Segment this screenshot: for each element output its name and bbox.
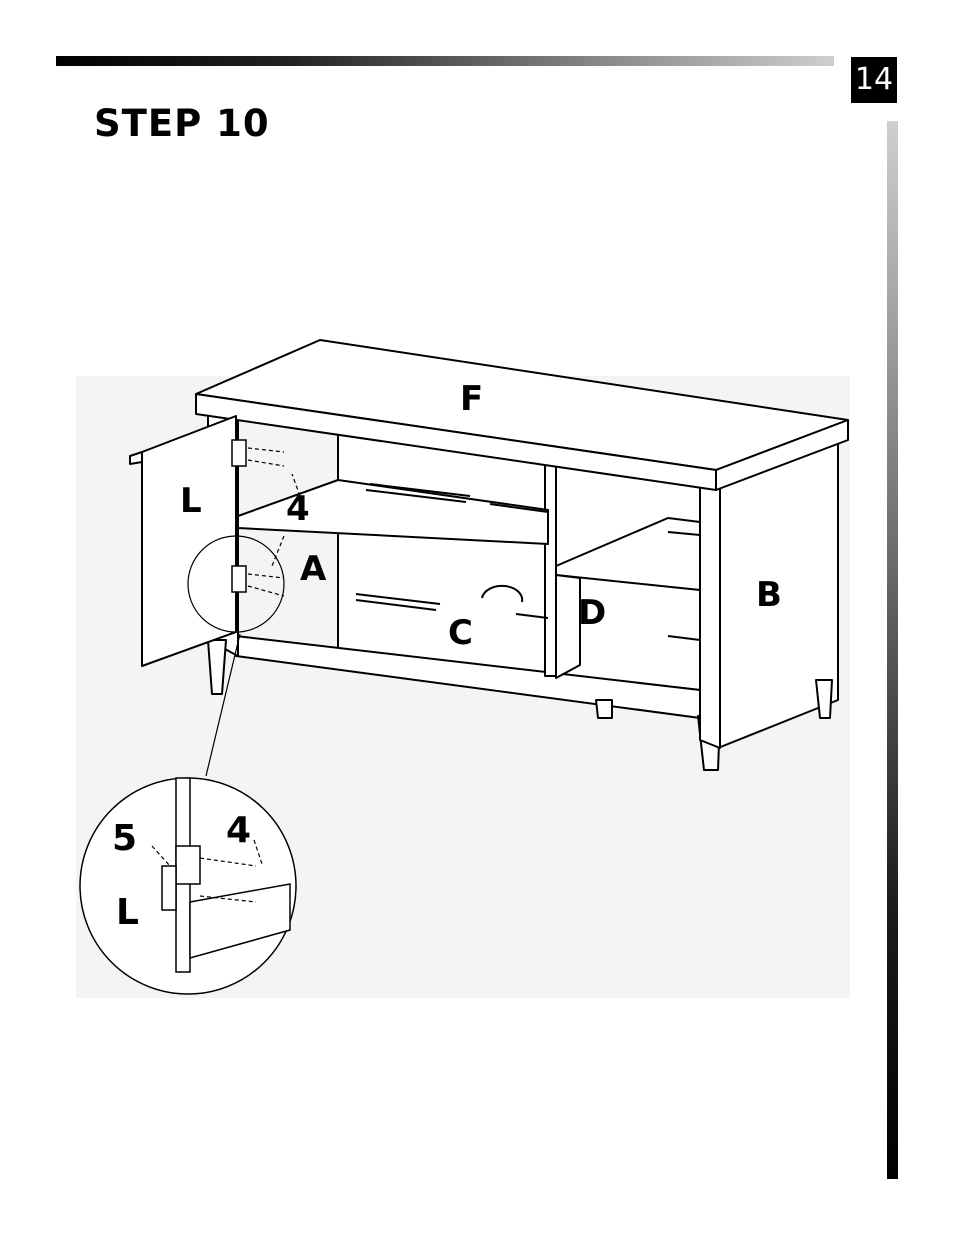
detail-label-5: 5	[112, 818, 137, 859]
side-gradient-bar	[887, 121, 898, 1179]
panel-d	[556, 575, 580, 678]
leg-front-left	[208, 640, 226, 694]
divider-panel-a	[545, 462, 556, 676]
right-front-post	[700, 482, 720, 748]
label-d: D	[578, 593, 606, 633]
leg-back-right	[816, 680, 832, 718]
label-4: 4	[286, 489, 310, 529]
door-l	[142, 416, 236, 666]
label-a: A	[300, 549, 327, 589]
detail-label-l: L	[116, 892, 139, 933]
label-c: C	[448, 613, 473, 653]
header-gradient-bar	[56, 56, 834, 66]
label-f: F	[460, 379, 483, 419]
step-title: STEP 10	[94, 104, 270, 144]
page-number: 14	[851, 57, 897, 103]
label-b: B	[756, 575, 782, 615]
label-l: L	[180, 481, 202, 521]
leg-back-mid	[596, 700, 612, 718]
detail-label-4: 4	[226, 810, 251, 851]
assembly-illustration: F L 4 A C D B 5 4 L	[76, 330, 852, 998]
